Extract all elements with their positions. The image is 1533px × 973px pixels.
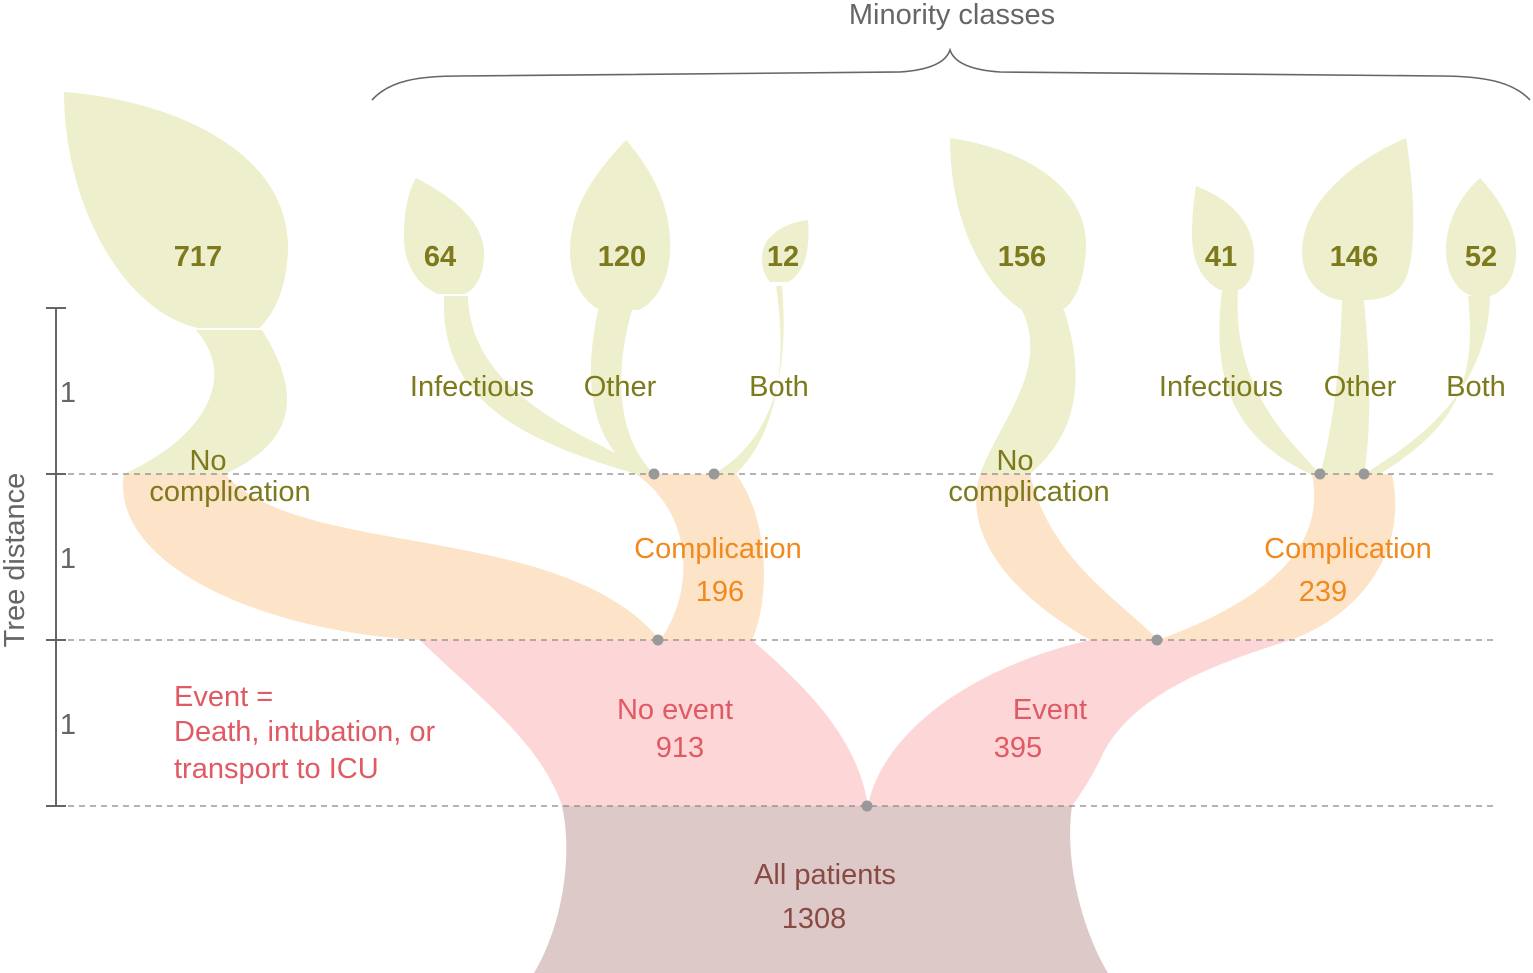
label-right-other: Other bbox=[1324, 371, 1397, 403]
leaf-64 bbox=[404, 178, 485, 294]
event-definition-line2: Death, intubation, or bbox=[174, 716, 436, 748]
no-event-count: 913 bbox=[656, 732, 704, 764]
stem-both-right bbox=[1364, 296, 1490, 474]
stem-infectious-left bbox=[443, 296, 654, 474]
label-right-both: Both bbox=[1446, 371, 1506, 403]
leaf-156 bbox=[950, 138, 1087, 310]
left-complication-label: Complication bbox=[634, 533, 802, 565]
left-no-complication-branch bbox=[123, 474, 661, 640]
right-complication-label: Complication bbox=[1264, 533, 1432, 565]
leaf-count-64: 64 bbox=[424, 241, 456, 273]
leaf-count-52: 52 bbox=[1465, 241, 1497, 273]
label-left-infectious: Infectious bbox=[410, 371, 534, 403]
leaf-120 bbox=[570, 140, 671, 310]
right-no-complication-line2: complication bbox=[948, 476, 1109, 508]
leaf-717 bbox=[64, 92, 289, 328]
minority-classes-brace bbox=[371, 47, 1531, 101]
stem-infectious-right bbox=[1219, 290, 1320, 474]
no-event-branch bbox=[420, 640, 868, 806]
left-no-complication-line1: No bbox=[189, 445, 226, 477]
leaf-count-146: 146 bbox=[1330, 241, 1378, 273]
no-event-label: No event bbox=[617, 694, 733, 726]
stem-other-left bbox=[590, 310, 654, 474]
right-complication-count: 239 bbox=[1299, 576, 1347, 608]
leaf-count-717: 717 bbox=[174, 241, 222, 273]
axis-level-3: 1 bbox=[60, 377, 76, 409]
leaf-count-12: 12 bbox=[767, 241, 799, 273]
leaf-count-120: 120 bbox=[598, 241, 646, 273]
stem-other-right bbox=[1320, 300, 1370, 474]
left-no-complication-line2: complication bbox=[149, 476, 310, 508]
all-patients-label: All patients bbox=[754, 859, 896, 891]
stem-156 bbox=[980, 310, 1076, 474]
label-left-other: Other bbox=[584, 371, 657, 403]
leaf-146 bbox=[1302, 138, 1414, 300]
minority-classes-label: Minority classes bbox=[849, 0, 1055, 31]
node-no-event bbox=[652, 634, 664, 646]
node-event bbox=[1151, 634, 1163, 646]
node-right-comp-a bbox=[1314, 468, 1326, 480]
root-trunk bbox=[534, 806, 1108, 973]
leaf-count-156: 156 bbox=[998, 241, 1046, 273]
tree-distance-label: Tree distance bbox=[0, 473, 31, 648]
event-definition-line3: transport to ICU bbox=[174, 753, 379, 785]
left-complication-count: 196 bbox=[696, 576, 744, 608]
event-branch bbox=[868, 640, 1290, 806]
event-definition-line1: Event = bbox=[174, 681, 273, 713]
leaf-12 bbox=[761, 220, 809, 282]
event-label: Event bbox=[1013, 694, 1087, 726]
all-patients-count: 1308 bbox=[782, 903, 847, 935]
stem-717 bbox=[124, 330, 288, 474]
axis-level-1: 1 bbox=[60, 709, 76, 741]
node-root bbox=[861, 800, 873, 812]
label-left-both: Both bbox=[749, 371, 809, 403]
node-left-comp-b bbox=[708, 468, 720, 480]
right-complication-branch bbox=[1158, 474, 1396, 640]
axis-level-2: 1 bbox=[60, 543, 76, 575]
leaf-52 bbox=[1446, 178, 1517, 296]
leaf-41 bbox=[1192, 186, 1254, 290]
label-right-infectious: Infectious bbox=[1159, 371, 1283, 403]
leaf-count-41: 41 bbox=[1205, 241, 1237, 273]
left-complication-branch bbox=[636, 474, 764, 640]
node-right-comp-b bbox=[1358, 468, 1370, 480]
node-left-comp-a bbox=[648, 468, 660, 480]
right-no-complication-line1: No bbox=[996, 445, 1033, 477]
event-count: 395 bbox=[994, 732, 1042, 764]
right-no-complication-branch bbox=[976, 474, 1158, 640]
